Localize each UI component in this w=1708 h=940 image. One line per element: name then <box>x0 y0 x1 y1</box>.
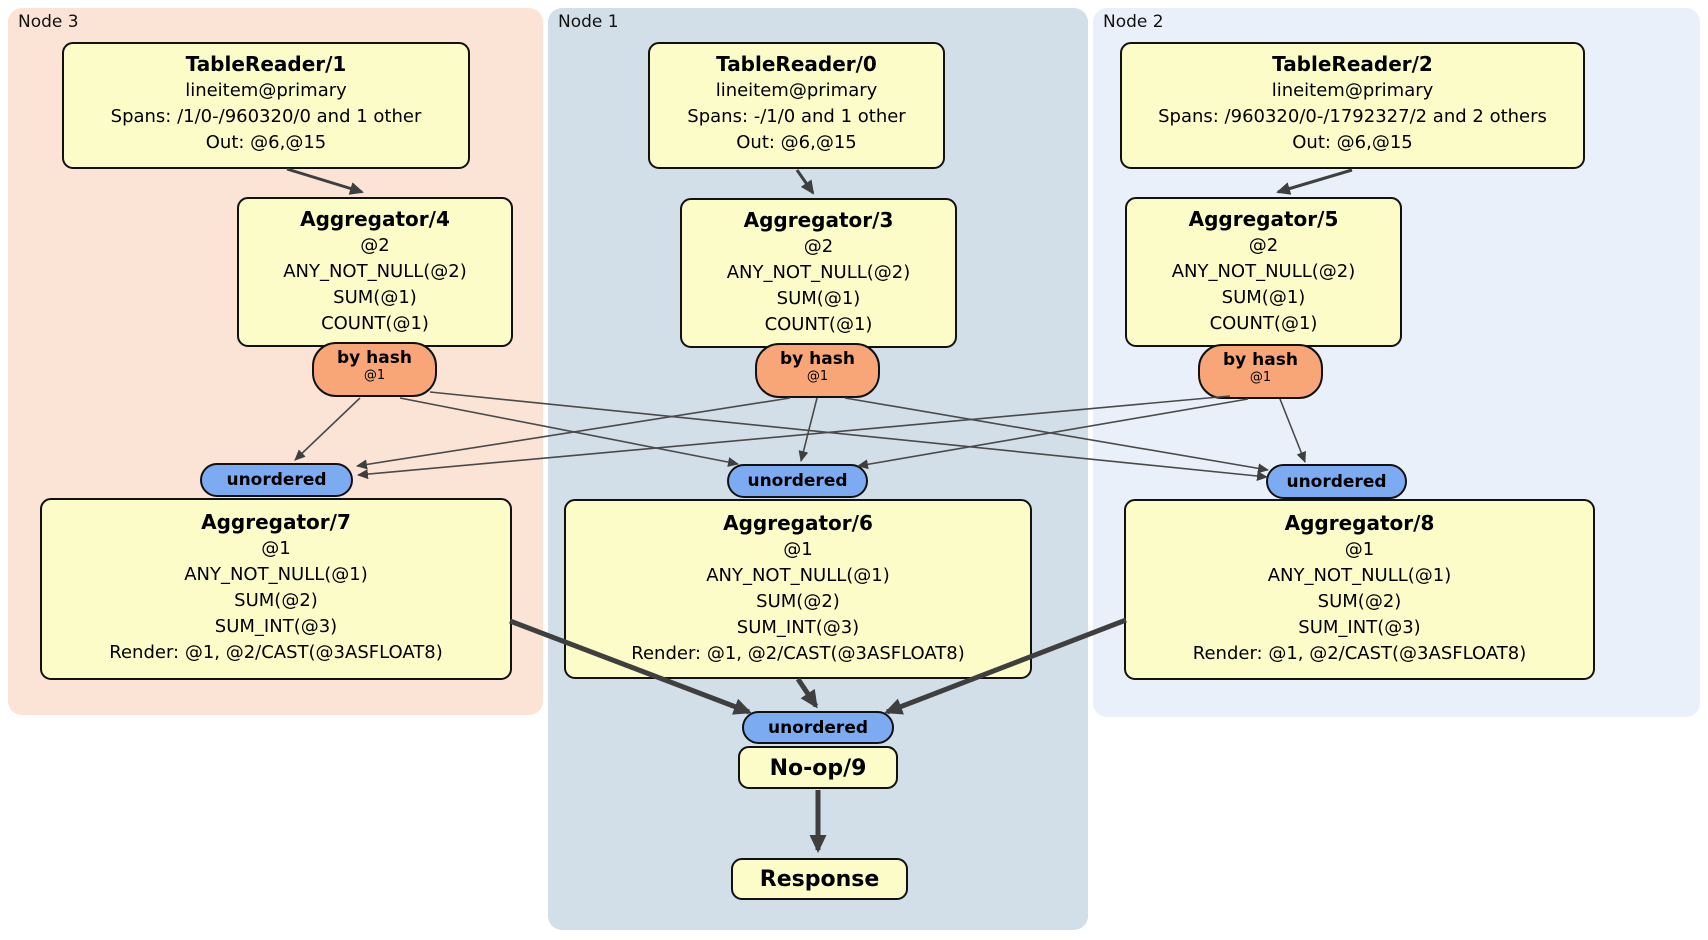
processor-noop-9: No-op/9 <box>738 746 898 789</box>
router-by-hash-4: by hash @1 <box>312 342 437 397</box>
aggregator-fn: ANY_NOT_NULL(@1) <box>1267 565 1452 586</box>
processor-title: Aggregator/4 <box>300 207 450 231</box>
aggregator-render: Render: @1, @2/CAST(@3ASFLOAT8) <box>631 643 965 664</box>
processor-title: Aggregator/8 <box>1284 511 1435 535</box>
processor-title: No-op/9 <box>769 756 867 781</box>
processor-aggregator-8: Aggregator/8 @1 ANY_NOT_NULL(@1) SUM(@2)… <box>1124 499 1595 680</box>
processor-title: Aggregator/5 <box>1188 207 1339 231</box>
router-key: @1 <box>1249 370 1272 385</box>
aggregator-fn: COUNT(@1) <box>764 314 873 335</box>
processor-title: TableReader/0 <box>716 52 877 76</box>
sync-unordered-center: unordered <box>727 464 868 498</box>
aggregator-group-cols: @2 <box>360 235 390 256</box>
router-key: @1 <box>806 369 829 384</box>
aggregator-fn: ANY_NOT_NULL(@2) <box>1171 261 1356 282</box>
processor-aggregator-7: Aggregator/7 @1 ANY_NOT_NULL(@1) SUM(@2)… <box>40 498 512 680</box>
aggregator-fn: SUM(@2) <box>234 590 318 611</box>
processor-tablereader-1: TableReader/1 lineitem@primary Spans: /1… <box>62 42 470 169</box>
sync-unordered-final: unordered <box>742 711 894 744</box>
router-by-hash-3: by hash @1 <box>755 343 880 398</box>
aggregator-fn: SUM(@1) <box>1221 287 1306 308</box>
aggregator-fn: ANY_NOT_NULL(@1) <box>184 564 368 585</box>
processor-spans: Spans: -/1/0 and 1 other <box>687 106 906 127</box>
processor-aggregator-6: Aggregator/6 @1 ANY_NOT_NULL(@1) SUM(@2)… <box>564 499 1032 679</box>
aggregator-group-cols: @1 <box>783 539 813 560</box>
aggregator-fn: SUM(@2) <box>756 591 840 612</box>
router-key: @1 <box>363 368 386 383</box>
router-label: by hash <box>1223 350 1298 370</box>
processor-index: lineitem@primary <box>1271 80 1434 101</box>
aggregator-fn: COUNT(@1) <box>1209 313 1318 334</box>
aggregator-fn: ANY_NOT_NULL(@2) <box>283 261 467 282</box>
processor-aggregator-4: Aggregator/4 @2 ANY_NOT_NULL(@2) SUM(@1)… <box>237 197 513 347</box>
processor-title: TableReader/1 <box>185 52 347 76</box>
processor-out: Out: @6,@15 <box>1292 132 1413 153</box>
sync-unordered-left: unordered <box>200 463 353 497</box>
processor-index: lineitem@primary <box>715 80 878 101</box>
aggregator-fn: SUM(@1) <box>776 288 861 309</box>
sync-unordered-right: unordered <box>1266 464 1407 499</box>
processor-spans: Spans: /960320/0-/1792327/2 and 2 others <box>1158 106 1547 127</box>
aggregator-fn: SUM_INT(@3) <box>1298 617 1421 638</box>
processor-title: Aggregator/7 <box>201 510 351 534</box>
aggregator-fn: SUM(@1) <box>333 287 417 308</box>
aggregator-group-cols: @2 <box>803 236 834 257</box>
processor-title: TableReader/2 <box>1272 52 1433 76</box>
aggregator-fn: SUM_INT(@3) <box>214 616 338 637</box>
aggregator-render: Render: @1, @2/CAST(@3ASFLOAT8) <box>109 642 443 663</box>
processor-out: Out: @6,@15 <box>736 132 857 153</box>
aggregator-render: Render: @1, @2/CAST(@3ASFLOAT8) <box>1192 643 1527 664</box>
router-by-hash-5: by hash @1 <box>1198 344 1323 399</box>
region-node-3-label: Node 3 <box>18 12 79 32</box>
region-node-1-label: Node 1 <box>558 12 619 32</box>
aggregator-fn: SUM_INT(@3) <box>736 617 860 638</box>
processor-response: Response <box>731 858 908 900</box>
router-label: by hash <box>780 349 855 369</box>
processor-tablereader-0: TableReader/0 lineitem@primary Spans: -/… <box>648 42 945 169</box>
processor-title: Response <box>759 867 880 892</box>
processor-tablereader-2: TableReader/2 lineitem@primary Spans: /9… <box>1120 42 1585 169</box>
aggregator-group-cols: @1 <box>1344 539 1375 560</box>
processor-spans: Spans: /1/0-/960320/0 and 1 other <box>110 106 422 127</box>
processor-index: lineitem@primary <box>185 80 347 101</box>
aggregator-group-cols: @2 <box>1248 235 1279 256</box>
aggregator-fn: ANY_NOT_NULL(@2) <box>726 262 911 283</box>
aggregator-fn: COUNT(@1) <box>321 313 429 334</box>
aggregator-fn: ANY_NOT_NULL(@1) <box>706 565 890 586</box>
region-node-2-label: Node 2 <box>1103 12 1164 32</box>
aggregator-group-cols: @1 <box>261 538 291 559</box>
processor-aggregator-5: Aggregator/5 @2 ANY_NOT_NULL(@2) SUM(@1)… <box>1125 197 1402 347</box>
processor-out: Out: @6,@15 <box>205 132 327 153</box>
processor-title: Aggregator/6 <box>723 511 873 535</box>
processor-title: Aggregator/3 <box>743 208 894 232</box>
processor-aggregator-3: Aggregator/3 @2 ANY_NOT_NULL(@2) SUM(@1)… <box>680 198 957 348</box>
router-label: by hash <box>337 348 412 368</box>
aggregator-fn: SUM(@2) <box>1317 591 1402 612</box>
